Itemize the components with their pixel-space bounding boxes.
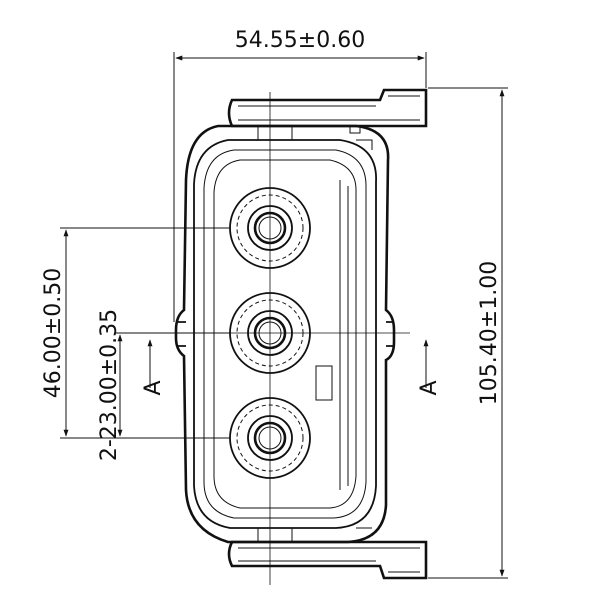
section-label-left: A: [141, 380, 166, 395]
width-dimension: 54.55±0.60: [173, 28, 427, 322]
outer-pitch-label: 46.00±0.50: [41, 268, 66, 398]
section-label-right: A: [417, 380, 442, 395]
height-dimension-label: 105.40±1.00: [477, 261, 502, 405]
pitch-dimension: 2-23.00±0.35: [97, 309, 230, 461]
height-dimension: 105.40±1.00: [428, 87, 508, 579]
width-dimension-label: 54.55±0.60: [235, 28, 365, 53]
connector-body: [174, 88, 428, 580]
outer-pitch-dimension: 46.00±0.50: [41, 227, 230, 439]
pitch-label: 2-23.00±0.35: [97, 309, 122, 461]
section-mark-right: A: [417, 339, 442, 396]
section-mark-left: A: [141, 339, 166, 396]
